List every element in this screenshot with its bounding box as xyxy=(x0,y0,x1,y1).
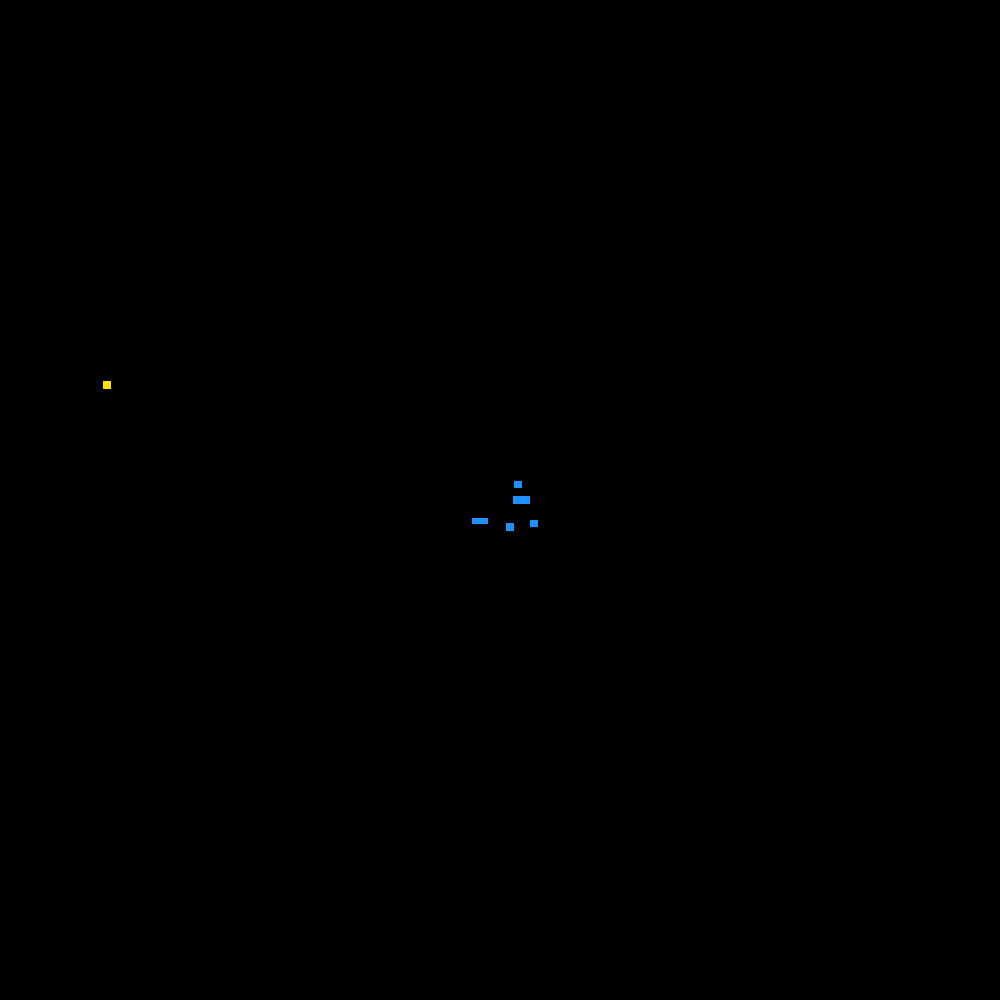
yellow-block-sprite xyxy=(103,381,111,389)
blue-block-right-sprite xyxy=(530,520,538,527)
blue-block-bottom-sprite xyxy=(506,523,514,531)
blue-bar-middle-sprite xyxy=(513,496,530,504)
blue-block-top-sprite xyxy=(514,481,522,488)
blue-dash-left-sprite xyxy=(472,518,488,524)
